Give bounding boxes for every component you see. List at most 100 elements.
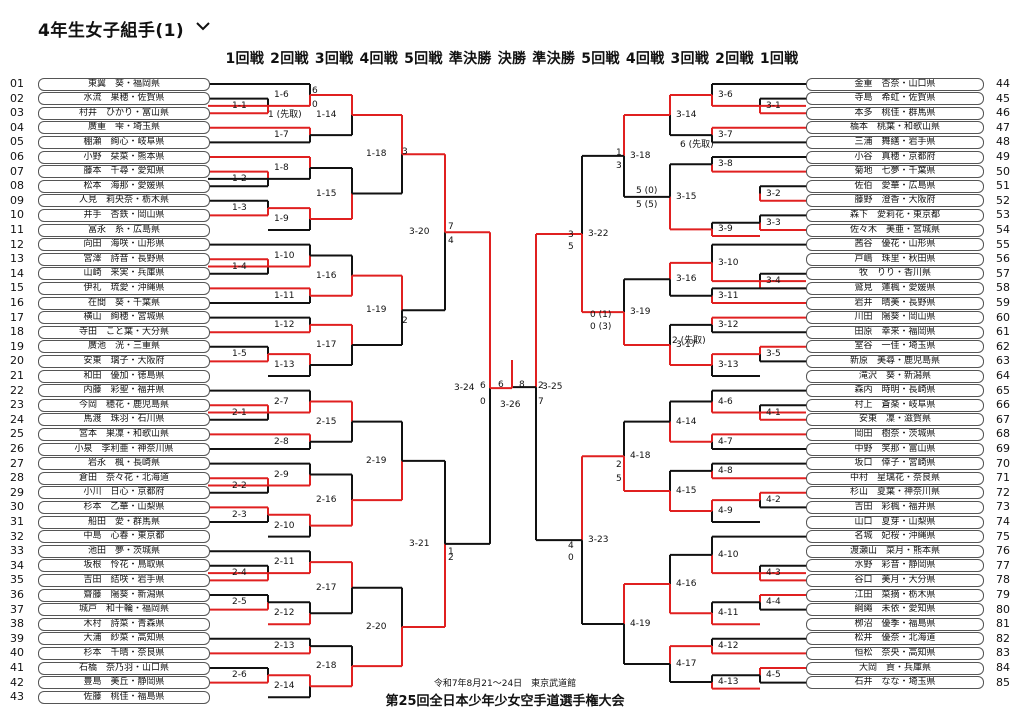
player-entry[interactable]: 村井 ひかり・富山県 [38, 106, 210, 120]
entry-number: 83 [996, 646, 1010, 660]
entry-number: 75 [996, 529, 1010, 543]
entry-number: 04 [10, 120, 24, 134]
player-entry[interactable]: 石井 なな・埼玉県 [806, 676, 984, 690]
chevron-down-icon[interactable] [196, 22, 210, 31]
player-entry[interactable]: 水野 彩音・静岡県 [806, 559, 984, 573]
player-entry[interactable]: 城戸 和十輪・福岡県 [38, 603, 210, 617]
player-entry[interactable]: 名城 妃桜・沖縄県 [806, 530, 984, 544]
player-entry[interactable]: 牧 りり・香川県 [806, 267, 984, 281]
player-entry[interactable]: 滝沢 葵・新潟県 [806, 369, 984, 383]
player-entry[interactable]: 坂根 怜花・鳥取県 [38, 559, 210, 573]
player-entry[interactable]: 船田 愛・群馬県 [38, 515, 210, 529]
player-entry[interactable]: 杉本 千晴・奈良県 [38, 646, 210, 660]
entry-number: 23 [10, 398, 24, 412]
player-entry[interactable]: 山崎 来実・兵庫県 [38, 267, 210, 281]
player-entry[interactable]: 佐伯 愛華・広島県 [806, 179, 984, 193]
match-label: 4-7 [718, 436, 733, 447]
player-entry[interactable]: 馬渡 珠羽・石川県 [38, 413, 210, 427]
player-entry[interactable]: 倉田 奈々花・北海道 [38, 471, 210, 485]
player-entry[interactable]: 田原 幸来・福岡県 [806, 325, 984, 339]
player-entry[interactable]: 新原 美尋・鹿児島県 [806, 354, 984, 368]
player-entry[interactable]: 廣池 洸・三重県 [38, 340, 210, 354]
player-entry[interactable]: 村上 蒼楽・岐阜県 [806, 398, 984, 412]
player-entry[interactable]: 谷口 美月・大分県 [806, 573, 984, 587]
player-entry[interactable]: 中村 星璃花・奈良県 [806, 471, 984, 485]
match-label: 3-18 [630, 150, 651, 161]
player-entry[interactable]: 森内 時明・長崎県 [806, 384, 984, 398]
player-entry[interactable]: 木村 詩菜・青森県 [38, 617, 210, 631]
player-entry[interactable]: 宮澤 詩音・長野県 [38, 252, 210, 266]
player-entry[interactable]: 豊島 美丘・静岡県 [38, 676, 210, 690]
player-entry[interactable]: 戸嶋 珠里・秋田県 [806, 252, 984, 266]
player-entry[interactable]: 吉田 結咲・岩手県 [38, 573, 210, 587]
match-label: 4-5 [766, 670, 781, 681]
entry-number: 43 [10, 690, 24, 704]
player-entry[interactable]: 佐藤 桃佳・福島県 [38, 690, 210, 704]
player-entry[interactable]: 岩井 晴美・長野県 [806, 296, 984, 310]
player-entry[interactable]: 中島 心春・東京都 [38, 530, 210, 544]
match-label: 4-8 [718, 465, 733, 476]
player-entry[interactable]: 小谷 真穂・京都府 [806, 150, 984, 164]
player-entry[interactable]: 大岡 貢・兵庫県 [806, 661, 984, 675]
player-entry[interactable]: 茜谷 優花・山形県 [806, 238, 984, 252]
player-entry[interactable]: 小川 日心・京都府 [38, 486, 210, 500]
player-entry[interactable]: 三浦 舞繕・岩手県 [806, 135, 984, 149]
player-entry[interactable]: 渡瀬山 菜月・熊本県 [806, 544, 984, 558]
player-entry[interactable]: 本多 桃佳・群馬県 [806, 106, 984, 120]
player-entry[interactable]: 中野 笑那・富山県 [806, 442, 984, 456]
player-entry[interactable]: 岩永 楓・長崎県 [38, 457, 210, 471]
player-entry[interactable]: 今岡 穂花・鹿児島県 [38, 398, 210, 412]
player-entry[interactable]: 小泉 李利亜・神奈川県 [38, 442, 210, 456]
player-entry[interactable]: 大浦 紗菜・高知県 [38, 632, 210, 646]
match-label: 3-12 [718, 319, 739, 330]
player-entry[interactable]: 冨永 糸・広島県 [38, 223, 210, 237]
match-label: 1-4 [232, 261, 247, 272]
player-entry[interactable]: 人見 莉央奈・栃木県 [38, 194, 210, 208]
player-entry[interactable]: 佐々木 美亜・宮城県 [806, 223, 984, 237]
player-entry[interactable]: 杉山 夏葉・神奈川県 [806, 486, 984, 500]
player-entry[interactable]: 藤本 千尋・愛知県 [38, 165, 210, 179]
player-entry[interactable]: 橋本 桃葉・和歌山県 [806, 121, 984, 135]
player-entry[interactable]: 菊地 七夢・千葉県 [806, 165, 984, 179]
player-entry[interactable]: 恒松 奈央・高知県 [806, 646, 984, 660]
player-entry[interactable]: 和田 優加・徳島県 [38, 369, 210, 383]
player-entry[interactable]: 棚瀬 絢心・岐阜県 [38, 135, 210, 149]
entry-number: 69 [996, 442, 1010, 455]
player-entry[interactable]: 廣重 雫・埼玉県 [38, 121, 210, 135]
player-entry[interactable]: 吉田 彩楓・福井県 [806, 500, 984, 514]
player-entry[interactable]: 寺田 こと葉・大分県 [38, 325, 210, 339]
player-entry[interactable]: 東翼 葵・福岡県 [38, 77, 210, 91]
player-entry[interactable]: 安東 凜・滋賀県 [806, 413, 984, 427]
player-entry[interactable]: 池田 夢・茨城県 [38, 544, 210, 558]
player-entry[interactable]: 石橋 奈乃羽・山口県 [38, 661, 210, 675]
match-label: 4-6 [718, 396, 733, 407]
player-entry[interactable]: 水流 果穂・佐賀県 [38, 92, 210, 106]
player-entry[interactable]: 鷲見 蓮楓・愛媛県 [806, 281, 984, 295]
player-entry[interactable]: 宮本 果凜・和歌山県 [38, 427, 210, 441]
player-entry[interactable]: 綱繩 未依・愛知県 [806, 603, 984, 617]
player-entry[interactable]: 杉本 乙華・山梨県 [38, 500, 210, 514]
player-entry[interactable]: 井手 杏鉄・岡山県 [38, 208, 210, 222]
player-entry[interactable]: 室谷 一佳・埼玉県 [806, 340, 984, 354]
player-entry[interactable]: 齋藤 陽葵・新潟県 [38, 588, 210, 602]
player-entry[interactable]: 栁沼 優季・福島県 [806, 617, 984, 631]
player-entry[interactable]: 松本 海那・愛媛県 [38, 179, 210, 193]
player-entry[interactable]: 金重 杏奈・山口県 [806, 77, 984, 91]
player-entry[interactable]: 江田 菜摘・栃木県 [806, 588, 984, 602]
player-entry[interactable]: 内藤 彩聖・福井県 [38, 384, 210, 398]
player-entry[interactable]: 森下 愛莉花・東京都 [806, 208, 984, 222]
player-entry[interactable]: 寺島 希虹・佐賀県 [806, 92, 984, 106]
player-entry[interactable]: 伊礼 琉愛・沖縄県 [38, 281, 210, 295]
player-entry[interactable]: 向田 海咲・山形県 [38, 238, 210, 252]
player-entry[interactable]: 松井 優奈・北海道 [806, 632, 984, 646]
player-entry[interactable]: 横山 絢穂・宮城県 [38, 311, 210, 325]
player-entry[interactable]: 山口 夏芽・山梨県 [806, 515, 984, 529]
player-entry[interactable]: 川田 陽葵・岡山県 [806, 311, 984, 325]
player-entry[interactable]: 岡田 樹奈・茨城県 [806, 427, 984, 441]
player-entry[interactable]: 在間 葵・千葉県 [38, 296, 210, 310]
match-label: 1-13 [274, 360, 295, 371]
player-entry[interactable]: 藤野 澄香・大阪府 [806, 194, 984, 208]
player-entry[interactable]: 安東 璃子・大阪府 [38, 354, 210, 368]
player-entry[interactable]: 小野 栞菜・熊本県 [38, 150, 210, 164]
player-entry[interactable]: 坂口 倖子・宮崎県 [806, 457, 984, 471]
